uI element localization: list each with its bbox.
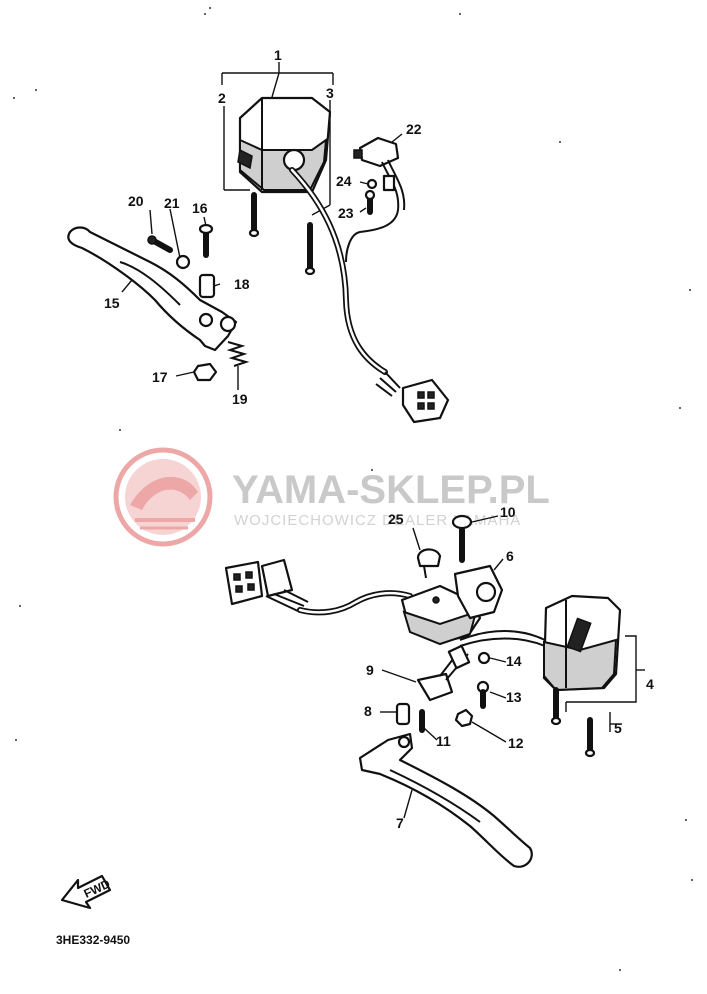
callout-24: 24 [336,173,352,189]
callout-8: 8 [364,703,372,719]
nut-12 [454,708,474,728]
screw-5b [584,717,596,758]
callout-20: 20 [128,193,144,209]
callout-12: 12 [508,735,524,751]
clutch-switch-22 [345,136,406,263]
diagram-code: 3HE332-9450 [56,933,130,947]
callout-23: 23 [338,205,354,221]
watermark: YAMA-SKLEP.PL WOJCIECHOWICZ DEALER YAMAH… [113,447,550,547]
spring-19 [226,341,250,367]
callout-9: 9 [366,662,374,678]
washer-24 [366,178,378,190]
screw-3 [304,222,316,276]
left-switch-connector [401,378,450,424]
callout-2: 2 [218,90,226,106]
callout-7: 7 [396,815,404,831]
callout-6: 6 [506,548,514,564]
callout-17: 17 [152,369,168,385]
front-direction-arrow: FWD [60,874,113,910]
callout-5: 5 [614,720,622,736]
watermark-title: YAMA-SKLEP.PL [232,468,550,512]
callout-11: 11 [436,733,451,749]
left-switch-cable [289,167,401,397]
throttle-housing-6 [400,564,504,646]
washer-21 [175,254,191,270]
callout-13: 13 [506,689,522,705]
callout-18: 18 [234,276,250,292]
washer-14 [477,651,491,665]
screw-10 [451,514,473,563]
watermark-subtitle: WOJCIECHOWICZ DEALER YAMAHA [234,512,521,529]
left-switch-housing [237,96,332,194]
clutch-lever-15 [67,226,238,352]
callout-1: 1 [274,47,282,63]
callout-3: 3 [326,85,334,101]
callout-14: 14 [506,653,522,669]
right-switch-housing [542,594,622,692]
callout-10: 10 [500,504,516,520]
callout-19: 19 [232,391,248,407]
bolt-20 [147,235,173,253]
nut-17 [192,362,218,382]
screw-23 [364,189,376,215]
brake-switch-9 [416,644,471,702]
screw-2 [248,192,260,238]
yamaha-logo-watermark [113,447,213,547]
collar-18 [198,273,216,299]
cap-25 [416,548,442,579]
screw-13 [476,680,490,709]
right-switch-connector [224,558,309,613]
callout-labels: 1 2 3 4 5 6 7 8 9 10 11 12 13 14 15 16 1… [104,47,654,831]
print-specks [13,7,693,971]
callout-bracket-4 [565,635,645,732]
leader-lines [121,133,507,819]
callout-22: 22 [406,121,422,137]
screw-5a [550,687,562,726]
callout-21: 21 [164,195,180,211]
bolt-16 [198,223,214,258]
callout-15: 15 [104,295,120,311]
brake-lever-7 [358,732,533,868]
collar-8 [395,702,411,726]
callout-16: 16 [192,200,208,216]
callout-25: 25 [388,511,404,527]
callout-4: 4 [646,676,654,692]
right-switch-cable [297,590,546,647]
